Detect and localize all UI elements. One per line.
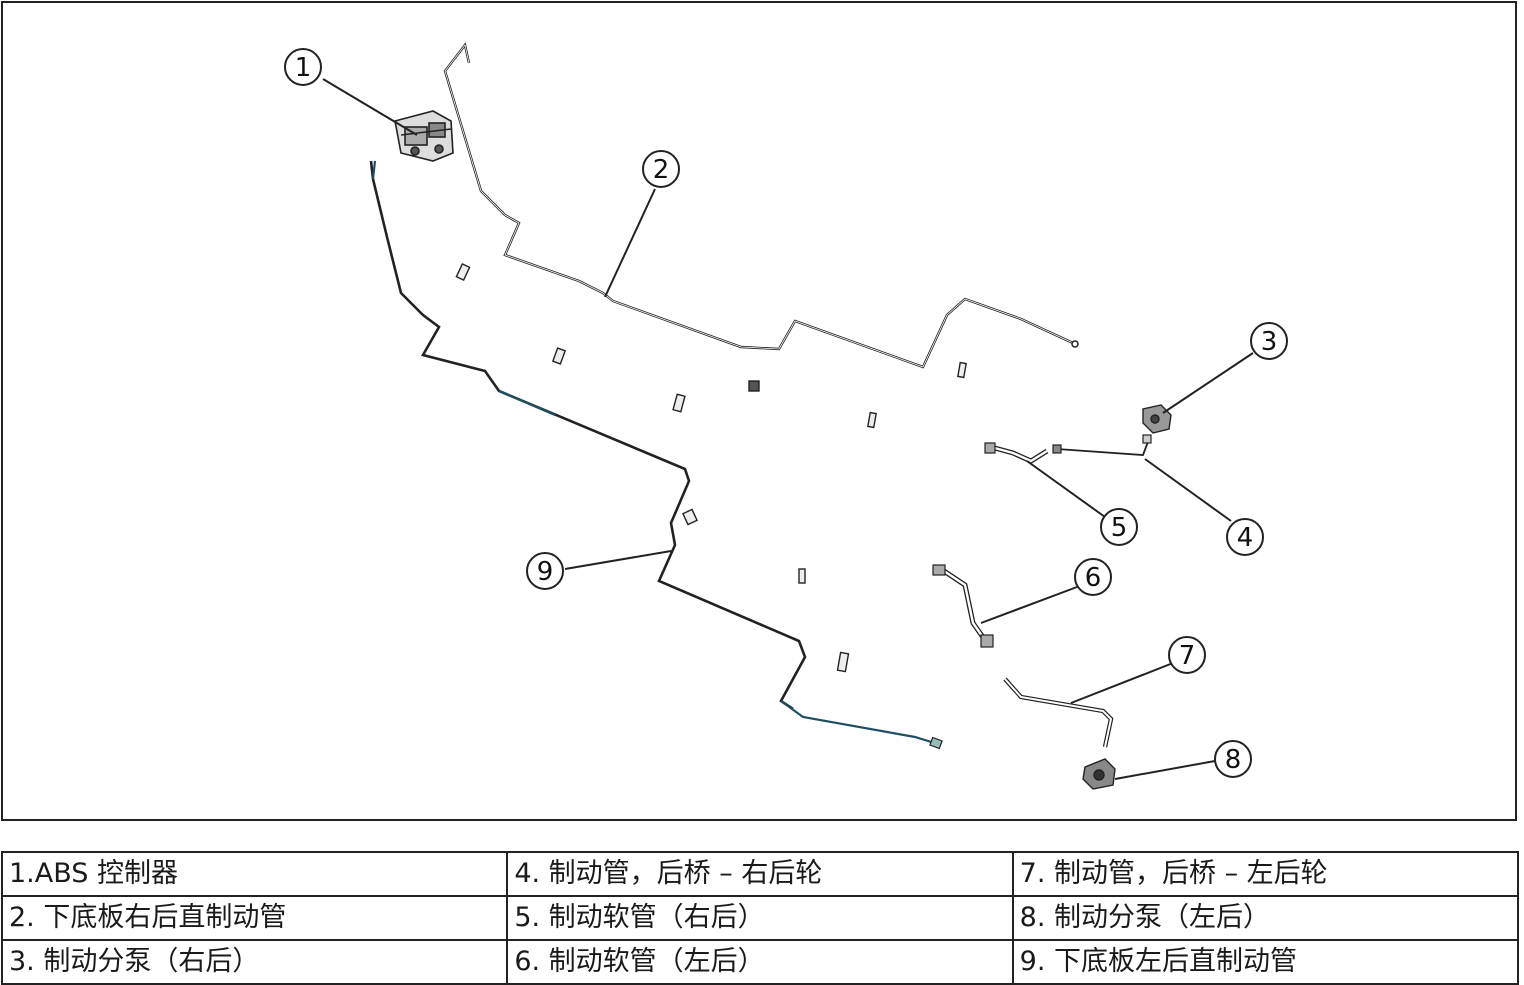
svg-text:4: 4: [1237, 523, 1254, 553]
callout-3: 3: [1250, 322, 1288, 360]
brake-caliper-left-rear: [1082, 758, 1116, 790]
svg-text:5: 5: [1111, 513, 1128, 543]
legend-row: 2. 下底板右后直制动管 5. 制动软管（右后） 8. 制动分泵（左后）: [0, 895, 1520, 941]
svg-text:2: 2: [653, 155, 670, 185]
pipe-clips: [455, 263, 967, 673]
callout-2: 2: [642, 150, 680, 188]
svg-text:1: 1: [295, 53, 312, 83]
svg-text:3: 3: [1261, 327, 1278, 357]
legend-table: 1.ABS 控制器 4. 制动管，后桥 – 右后轮 7. 制动管，后桥 – 左后…: [0, 851, 1520, 985]
abs-controller: [394, 110, 454, 162]
legend-item-2: 2. 下底板右后直制动管: [0, 895, 509, 941]
legend-item-8: 8. 制动分泵（左后）: [1011, 895, 1520, 941]
svg-text:9: 9: [537, 557, 554, 587]
pipe-rear-axle-left: [1003, 677, 1114, 748]
pipe-left-rear-straight-blue: [371, 160, 942, 747]
legend-item-1: 1.ABS 控制器: [0, 851, 509, 897]
legend-item-4: 4. 制动管，后桥 – 右后轮: [506, 851, 1014, 897]
callout-6: 6: [1074, 558, 1112, 596]
pipe-right-rear-straight: [443, 42, 1074, 369]
legend-item-7: 7. 制动管，后桥 – 左后轮: [1011, 851, 1520, 897]
pipe-rear-axle-right: [1056, 438, 1150, 456]
callout-8: 8: [1214, 740, 1252, 778]
callout-5: 5: [1100, 508, 1138, 546]
svg-text:8: 8: [1225, 745, 1242, 775]
legend-item-9: 9. 下底板左后直制动管: [1011, 939, 1520, 985]
pipe-2-fitting: [1071, 340, 1079, 348]
callout-9: 9: [526, 552, 564, 590]
legend-item-5: 5. 制动软管（右后）: [506, 895, 1014, 941]
callout-1: 1: [284, 48, 322, 86]
brake-pipe-diagram: 1 2 3 4 5 6 7 8: [284, 42, 1288, 790]
leader-lines: [322, 78, 1254, 780]
legend-row: 1.ABS 控制器 4. 制动管，后桥 – 右后轮 7. 制动管，后桥 – 左后…: [0, 851, 1520, 897]
diagram-frame: 1 2 3 4 5 6 7 8: [1, 1, 1517, 821]
pipe-left-rear-straight: [369, 160, 807, 711]
callout-7: 7: [1168, 636, 1206, 674]
legend-item-3: 3. 制动分泵（右后）: [0, 939, 509, 985]
legend-row: 3. 制动分泵（右后） 6. 制动软管（左后） 9. 下底板左后直制动管: [0, 939, 1520, 985]
callout-4: 4: [1226, 518, 1264, 556]
brake-caliper-right-rear: [1142, 404, 1172, 434]
pipe-right-rear-straight-inner: [444, 44, 1074, 368]
legend-item-6: 6. 制动软管（左后）: [506, 939, 1014, 985]
svg-text:7: 7: [1179, 641, 1196, 671]
svg-text:6: 6: [1085, 563, 1102, 593]
